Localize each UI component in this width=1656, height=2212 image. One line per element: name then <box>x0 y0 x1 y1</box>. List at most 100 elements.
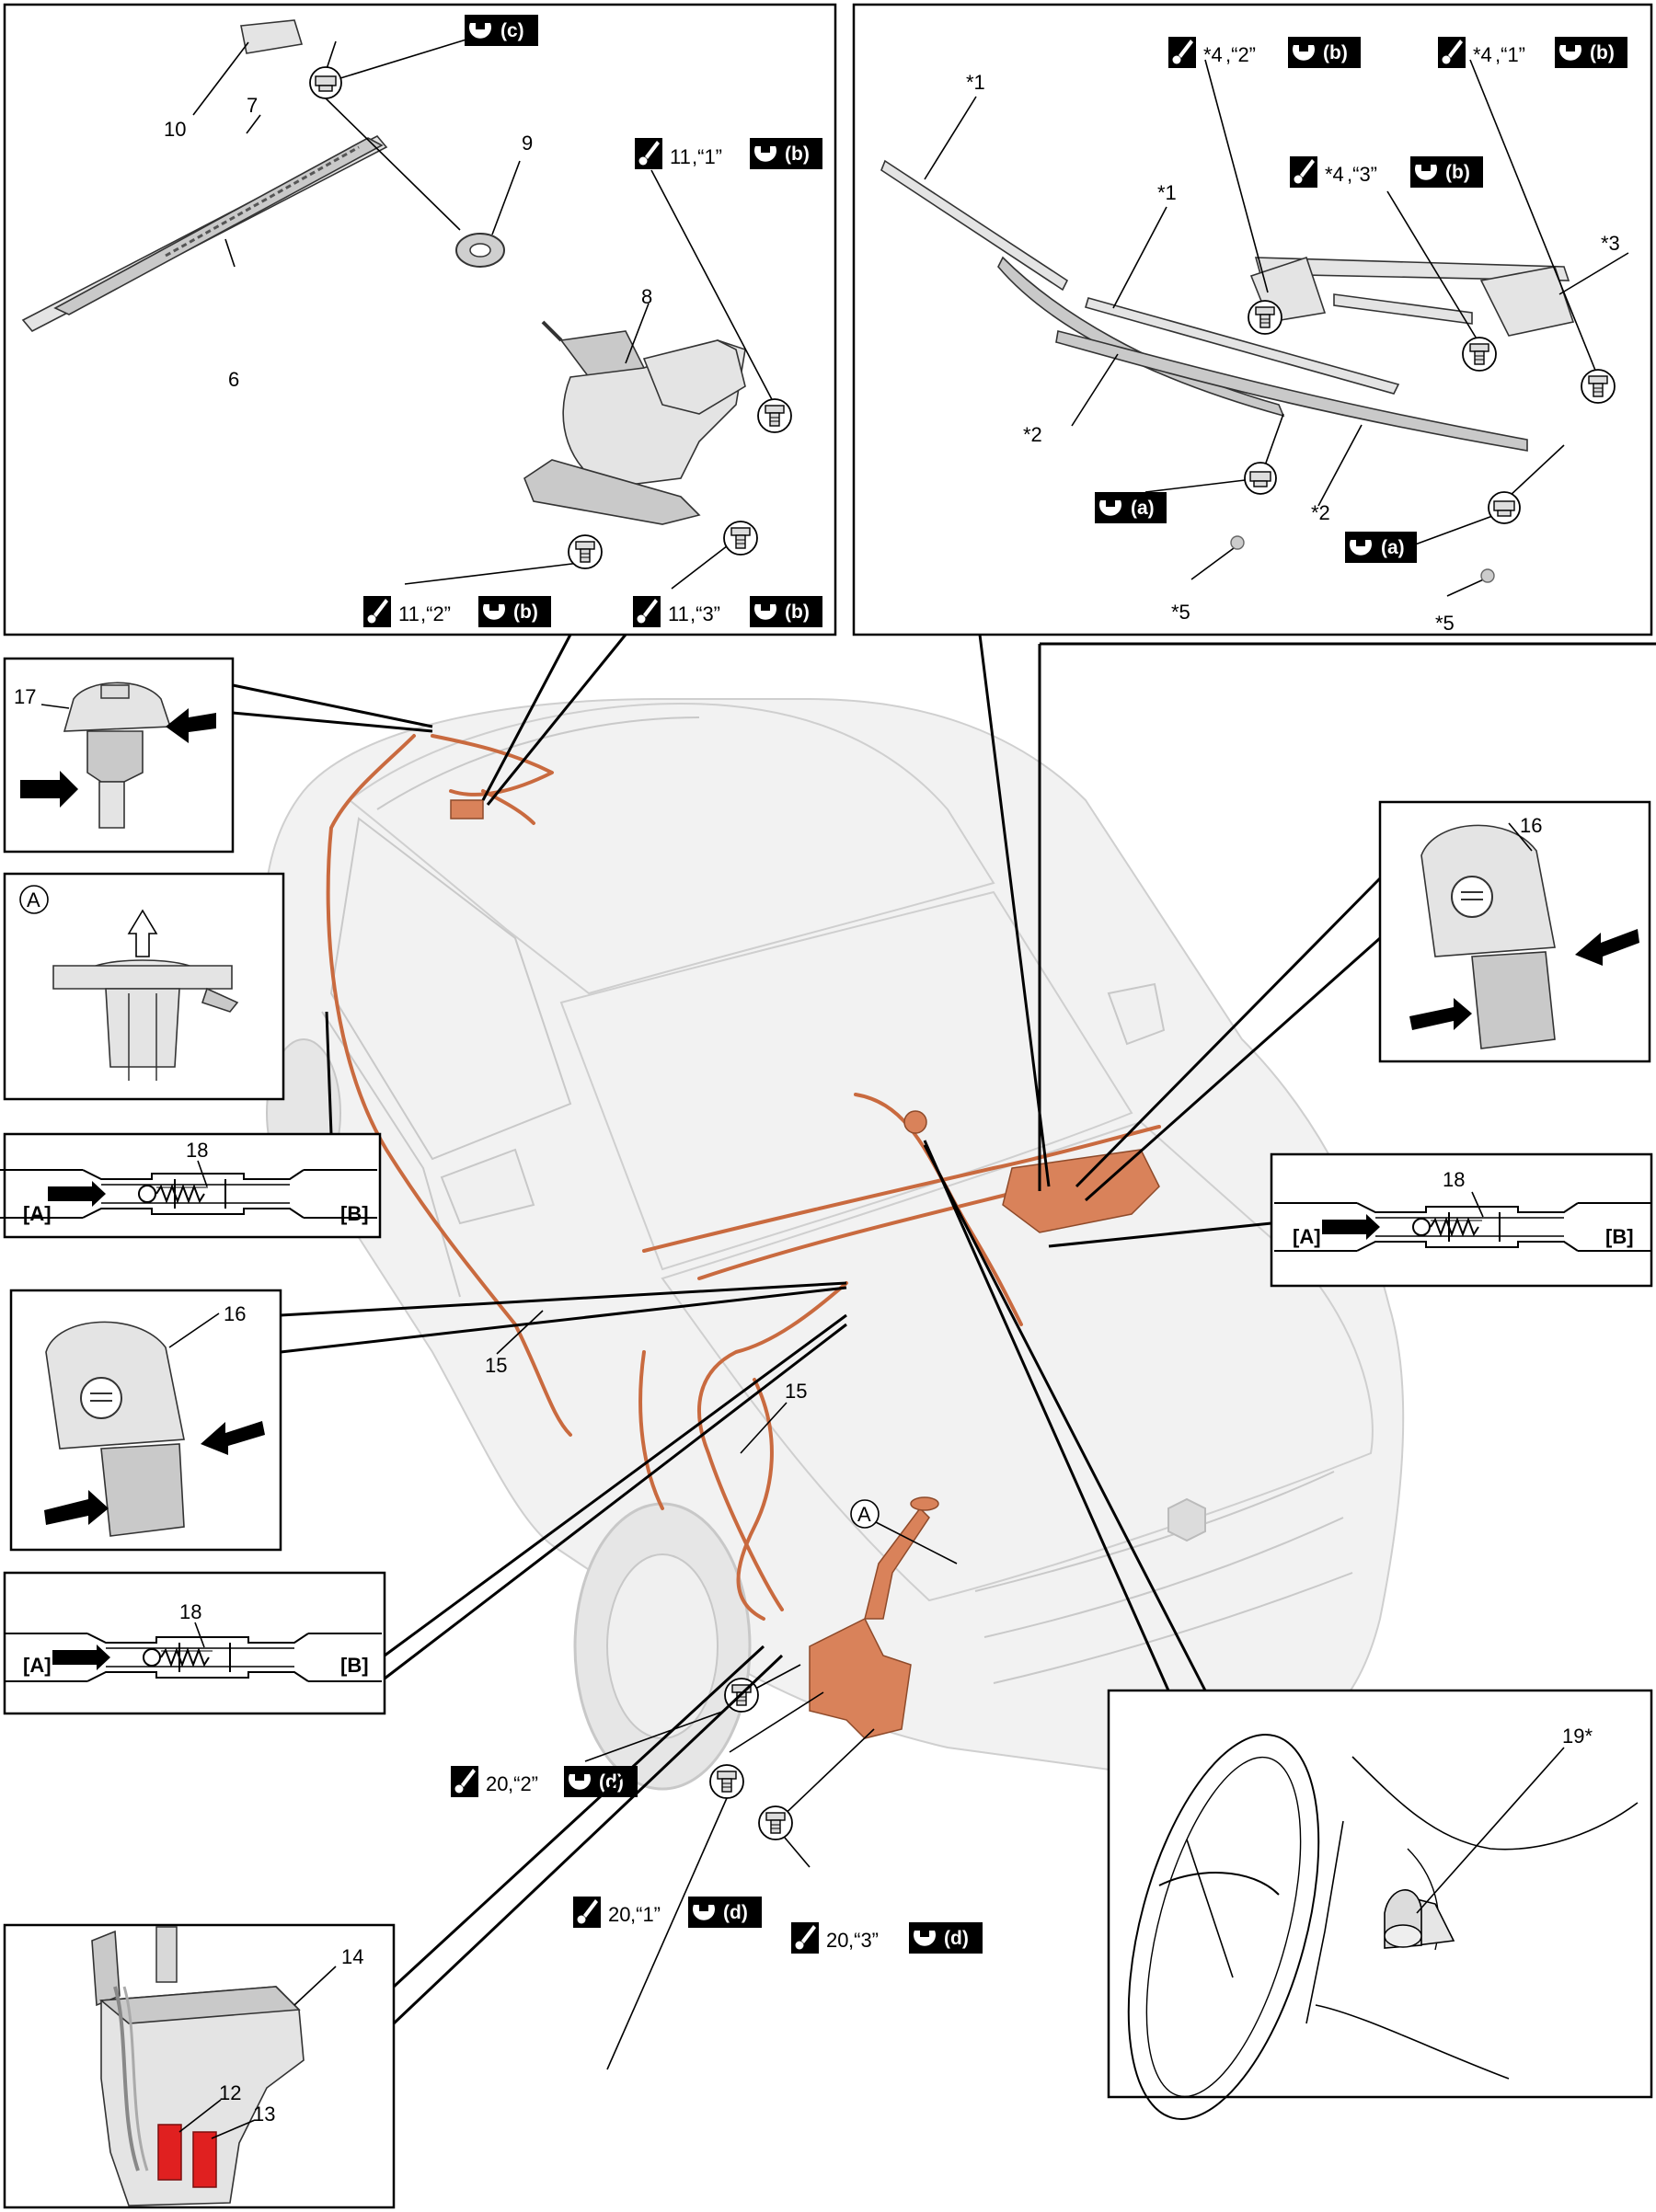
grease-brush-icon <box>1438 37 1466 68</box>
grease-brush-icon <box>451 1766 478 1797</box>
torque-badge: (d) <box>944 1928 969 1949</box>
tank-callout-20-1: 20 ,“1” (d) <box>573 1897 762 1928</box>
lift-up-arrow-icon <box>127 909 158 957</box>
callout-sequence: ,“1” <box>1495 43 1525 66</box>
part-number-7: 7 <box>247 94 258 117</box>
torque-badge: (b) <box>1445 162 1470 183</box>
callout-number: *4 <box>1203 43 1223 66</box>
callout-sequence: ,“1” <box>630 1903 661 1926</box>
red-connector-13 <box>192 2131 217 2188</box>
part-number-17: 17 <box>14 685 36 708</box>
callout-sequence: ,“2” <box>1225 43 1256 66</box>
callout-sequence: ,“3” <box>848 1929 879 1952</box>
callout-sequence: ,“3” <box>690 602 720 625</box>
check-valve-panel-lower <box>3 1313 847 1715</box>
rear-panel-pointer <box>486 634 627 806</box>
front-nut-torque-a-left: (a) <box>1095 492 1167 523</box>
callout-number: 11 <box>398 602 420 625</box>
torque-badge: (b) <box>513 602 538 623</box>
wrench-socket-icon <box>1345 532 1376 563</box>
grease-brush-icon <box>1290 156 1317 188</box>
hose-label-15-left: 15 <box>485 1354 507 1377</box>
front-panel-pointer <box>978 634 1051 1187</box>
wrench-socket-icon <box>1555 37 1586 68</box>
torque-badge: (d) <box>599 1771 624 1793</box>
check-valve-outlet-label: [B] <box>1605 1225 1634 1248</box>
wrench-socket-icon <box>564 1766 595 1797</box>
grease-brush-icon <box>363 596 391 627</box>
front-nut-torque-a-right: (a) <box>1345 532 1417 563</box>
tank-callout-20-3: 20 ,“3” (d) <box>791 1922 983 1954</box>
check-valve-number: 18 <box>1443 1168 1465 1191</box>
wrench-socket-icon <box>688 1897 719 1928</box>
wrench-socket-icon <box>1095 492 1126 523</box>
front-nozzle-panel-left <box>9 1281 847 1552</box>
red-connector-12 <box>157 2124 182 2181</box>
callout-number: 20 <box>486 1772 508 1795</box>
wrench-socket-icon <box>478 596 510 627</box>
part-number-10: 10 <box>164 118 186 141</box>
front-label-star1-b: *1 <box>1157 181 1177 204</box>
part-number-9: 9 <box>522 132 533 155</box>
check-valve-number: 18 <box>179 1600 201 1623</box>
rear-panel-pointer <box>481 634 572 801</box>
front-callout-4-2: *4 ,“2” (b) <box>1168 37 1361 68</box>
callout-sequence: ,“2” <box>508 1772 538 1795</box>
washer-tank-panel <box>3 1645 784 2209</box>
part-number-14: 14 <box>341 1945 363 1968</box>
check-valve-number: 18 <box>186 1139 208 1162</box>
torque-badge: (b) <box>785 143 810 165</box>
check-valve-inlet-label: [A] <box>23 1654 52 1677</box>
callout-number: 20 <box>608 1903 630 1926</box>
torque-badge: (a) <box>1381 537 1405 558</box>
hose-label-15-right: 15 <box>785 1380 807 1403</box>
callout-number: 11 <box>670 145 691 168</box>
rear-nozzle-panel <box>3 657 433 854</box>
front-label-star1-a: *1 <box>966 71 985 94</box>
torque-badge: (a) <box>1131 498 1155 519</box>
callout-number: *4 <box>1325 163 1344 186</box>
clip-detail-panel: A <box>3 872 285 1101</box>
front-wiper-panel <box>852 3 1653 636</box>
part-number-19: 19* <box>1562 1725 1593 1748</box>
callout-sequence: ,“1” <box>692 145 722 168</box>
check-valve-panel-left <box>0 1011 382 1239</box>
torque-badge: (b) <box>1323 42 1348 63</box>
wrench-socket-icon <box>465 15 496 46</box>
vehicle-body <box>262 698 1405 1791</box>
front-label-star2-b: *2 <box>1311 501 1330 524</box>
rear-callout-11-1: 11 ,“1” (b) <box>635 138 822 169</box>
torque-badge-c: (c) <box>500 20 524 41</box>
grease-brush-icon <box>635 138 662 169</box>
wiper-switch-panel <box>923 1140 1653 2120</box>
grease-brush-icon <box>1168 37 1196 68</box>
check-valve-outlet-label: [B] <box>340 1202 369 1225</box>
callout-number: 20 <box>826 1929 848 1952</box>
front-label-star5-b: *5 <box>1435 612 1455 635</box>
check-valve-panel-right <box>1048 1152 1653 1288</box>
rear-callout-11-3: 11 ,“3” (b) <box>633 596 822 627</box>
callout-number: *4 <box>1473 43 1492 66</box>
torque-badge: (b) <box>785 602 810 623</box>
part-number-8: 8 <box>641 285 652 308</box>
washer-hose-harness <box>326 734 1161 1739</box>
rear-torque-callout-c: (c) <box>465 15 538 46</box>
front-callout-4-3: *4 ,“3” (b) <box>1290 156 1483 188</box>
part-number-16: 16 <box>1520 814 1542 837</box>
callout-sequence: ,“2” <box>420 602 451 625</box>
check-valve-outlet-label: [B] <box>340 1654 369 1677</box>
rear-callout-11-2: 11 ,“2” (b) <box>363 596 551 627</box>
grease-brush-icon <box>791 1922 819 1954</box>
part-number-12: 12 <box>219 2081 241 2104</box>
wrench-socket-icon <box>750 596 781 627</box>
grease-brush-icon <box>633 596 661 627</box>
wrench-socket-icon <box>750 138 781 169</box>
callout-number: 11 <box>668 602 689 625</box>
clip-marker-label: A <box>27 888 40 911</box>
tank-callout-20-2: 20 ,“2” (d) <box>451 1766 638 1797</box>
front-label-star3: *3 <box>1601 232 1620 255</box>
grease-brush-icon <box>573 1897 601 1928</box>
front-nozzle-panel-right <box>1075 800 1651 1202</box>
wrench-socket-icon <box>1288 37 1319 68</box>
tank-marker-label: A <box>857 1503 871 1526</box>
